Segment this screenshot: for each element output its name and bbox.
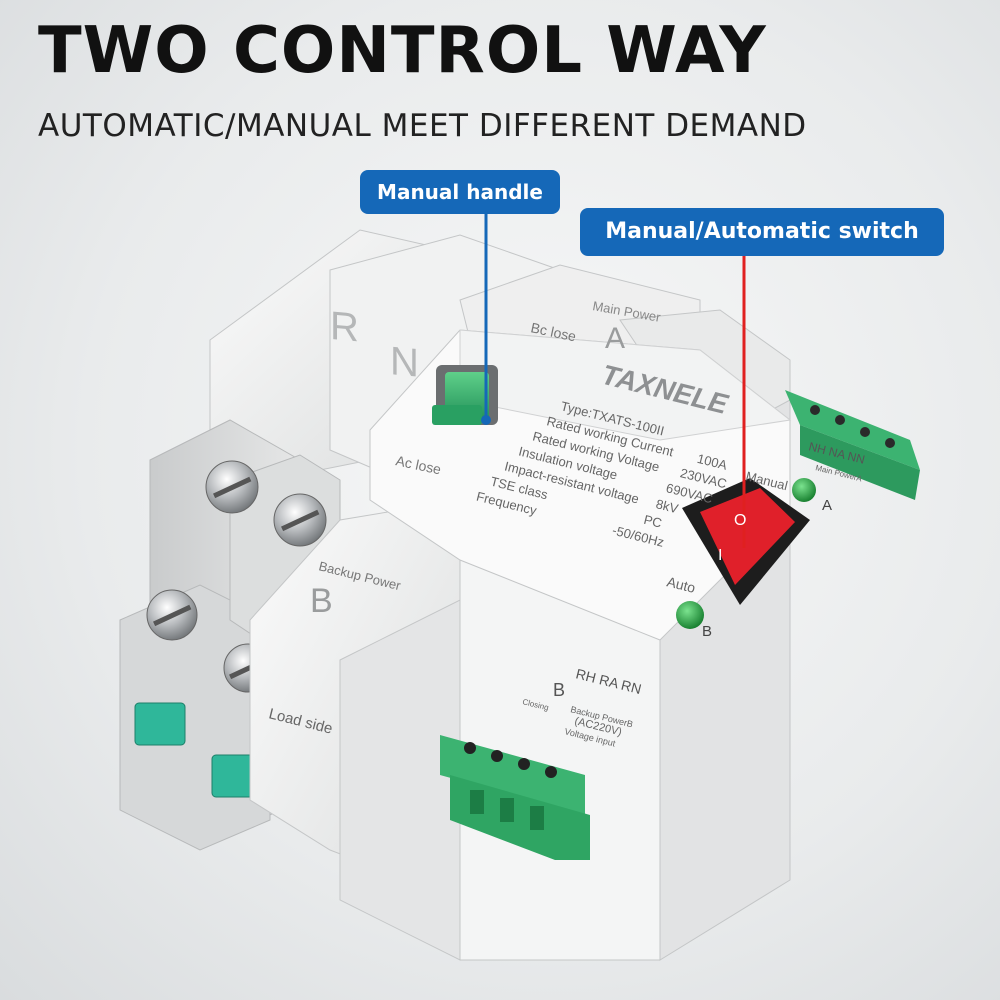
side-a-label: A: [605, 322, 625, 355]
manual-handle[interactable]: [432, 365, 498, 425]
indicator-led-a: [792, 478, 816, 502]
led-b-label: B: [702, 623, 712, 640]
switch-off-mark: O: [734, 512, 746, 529]
backup-b-label: B: [553, 680, 565, 700]
headline: TWO CONTROL WAY: [38, 14, 767, 88]
manual-automatic-switch-callout: Manual/Automatic switch: [580, 208, 944, 256]
spec-value: 8kV: [654, 496, 680, 516]
pole-r-label: R: [330, 304, 359, 350]
switch-on-mark: I: [718, 547, 722, 564]
led-a-label: A: [822, 497, 832, 514]
main-power-terminal-block: [785, 390, 920, 500]
side-b-label: B: [310, 582, 333, 620]
backup-power-terminal-block: [440, 735, 590, 860]
subheadline: AUTOMATIC/MANUAL MEET DIFFERENT DEMAND: [38, 108, 807, 144]
terminal-screw: [205, 460, 259, 514]
manual-automatic-switch[interactable]: [682, 478, 810, 605]
terminal-screw: [273, 493, 327, 547]
pole-n-label: N: [390, 339, 419, 385]
auto-label: Auto: [665, 573, 697, 596]
spec-value: PC: [642, 512, 663, 531]
terminal-screw: [146, 589, 198, 641]
spec-value: 100A: [696, 451, 729, 473]
manual-handle-callout: Manual handle: [360, 170, 560, 214]
indicator-led-b: [676, 601, 704, 629]
